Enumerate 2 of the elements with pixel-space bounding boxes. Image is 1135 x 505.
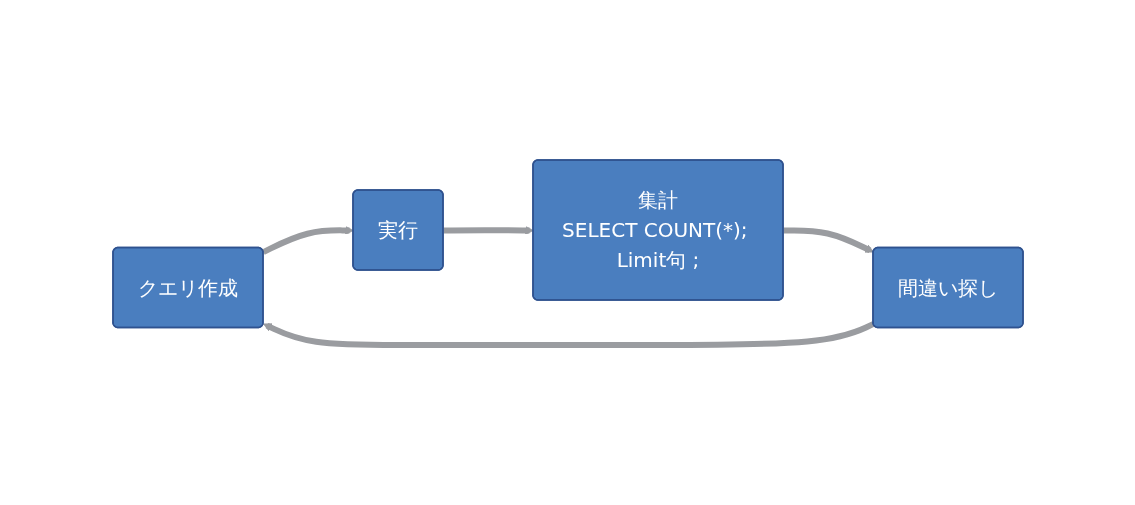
arrow bbox=[262, 321, 875, 348]
arrow bbox=[782, 227, 874, 254]
